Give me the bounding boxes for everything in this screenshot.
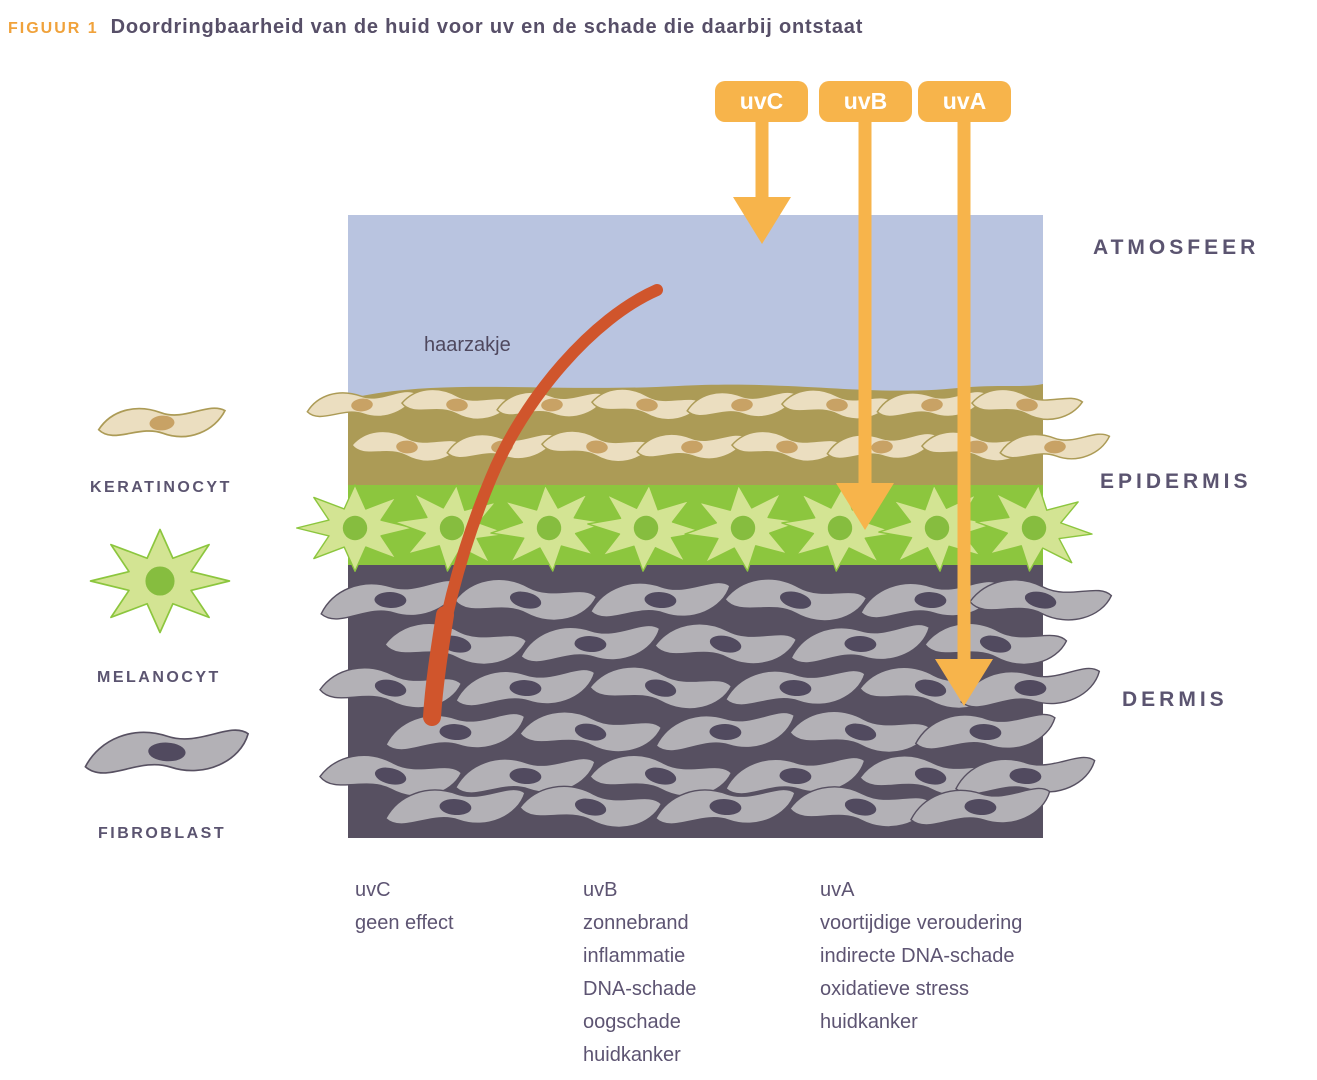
uvb-effect-item: DNA-schade <box>583 978 697 1000</box>
skin-diagram <box>296 215 1113 838</box>
figure-header: FIGUUR 1 Doordringbaarheid van de huid v… <box>8 16 863 39</box>
dermis-label: DERMIS <box>1122 688 1228 711</box>
uvb-effect-item: inflammatie <box>583 945 686 967</box>
uva-effects-column: uvA voortijdige veroudering indirecte DN… <box>820 874 1022 1039</box>
uvb-effect-item: oogschade <box>583 1011 681 1033</box>
uvc-effects-column: uvC geen effect <box>355 874 454 940</box>
uva-effect-item: voortijdige veroudering <box>820 912 1023 934</box>
uvb-effect-item: huidkanker <box>583 1044 681 1066</box>
atmosphere-layer <box>348 215 1043 415</box>
uva-effect-item: oxidatieve stress <box>820 978 969 1000</box>
melanocyte-label: MELANOCYT <box>97 669 221 686</box>
epidermis-label: EPIDERMIS <box>1100 470 1252 493</box>
uvb-effect-item: zonnebrand <box>583 912 689 934</box>
uvc-effect-item: geen effect <box>355 912 454 934</box>
atmosphere-label: ATMOSFEER <box>1093 236 1260 259</box>
uva-effect-item: indirecte DNA-schade <box>820 945 1015 967</box>
hair-follicle-icon <box>423 284 663 726</box>
uvb-effects-column: uvB zonnebrand inflammatie DNA-schade oo… <box>583 874 696 1072</box>
uvb-effects-heading: uvB <box>583 879 618 901</box>
keratinocyte-label: KERATINOCYT <box>90 479 232 496</box>
figure-label: FIGUUR 1 <box>8 20 99 37</box>
uva-badge: uvA <box>918 81 1011 122</box>
fibroblast-icon <box>81 722 252 781</box>
fibroblast-label: FIBROBLAST <box>98 825 227 842</box>
melanocyte-icon <box>89 528 231 634</box>
keratinocyte-icon <box>96 401 228 444</box>
uvc-badge: uvC <box>715 81 808 122</box>
uvc-effects-heading: uvC <box>355 879 391 901</box>
uva-effects-heading: uvA <box>820 879 855 901</box>
page-title: Doordringbaarheid van de huid voor uv en… <box>110 16 864 38</box>
hair-follicle-label: haarzakje <box>424 334 511 356</box>
uvb-badge: uvB <box>819 81 912 122</box>
uva-effect-item: huidkanker <box>820 1011 918 1033</box>
